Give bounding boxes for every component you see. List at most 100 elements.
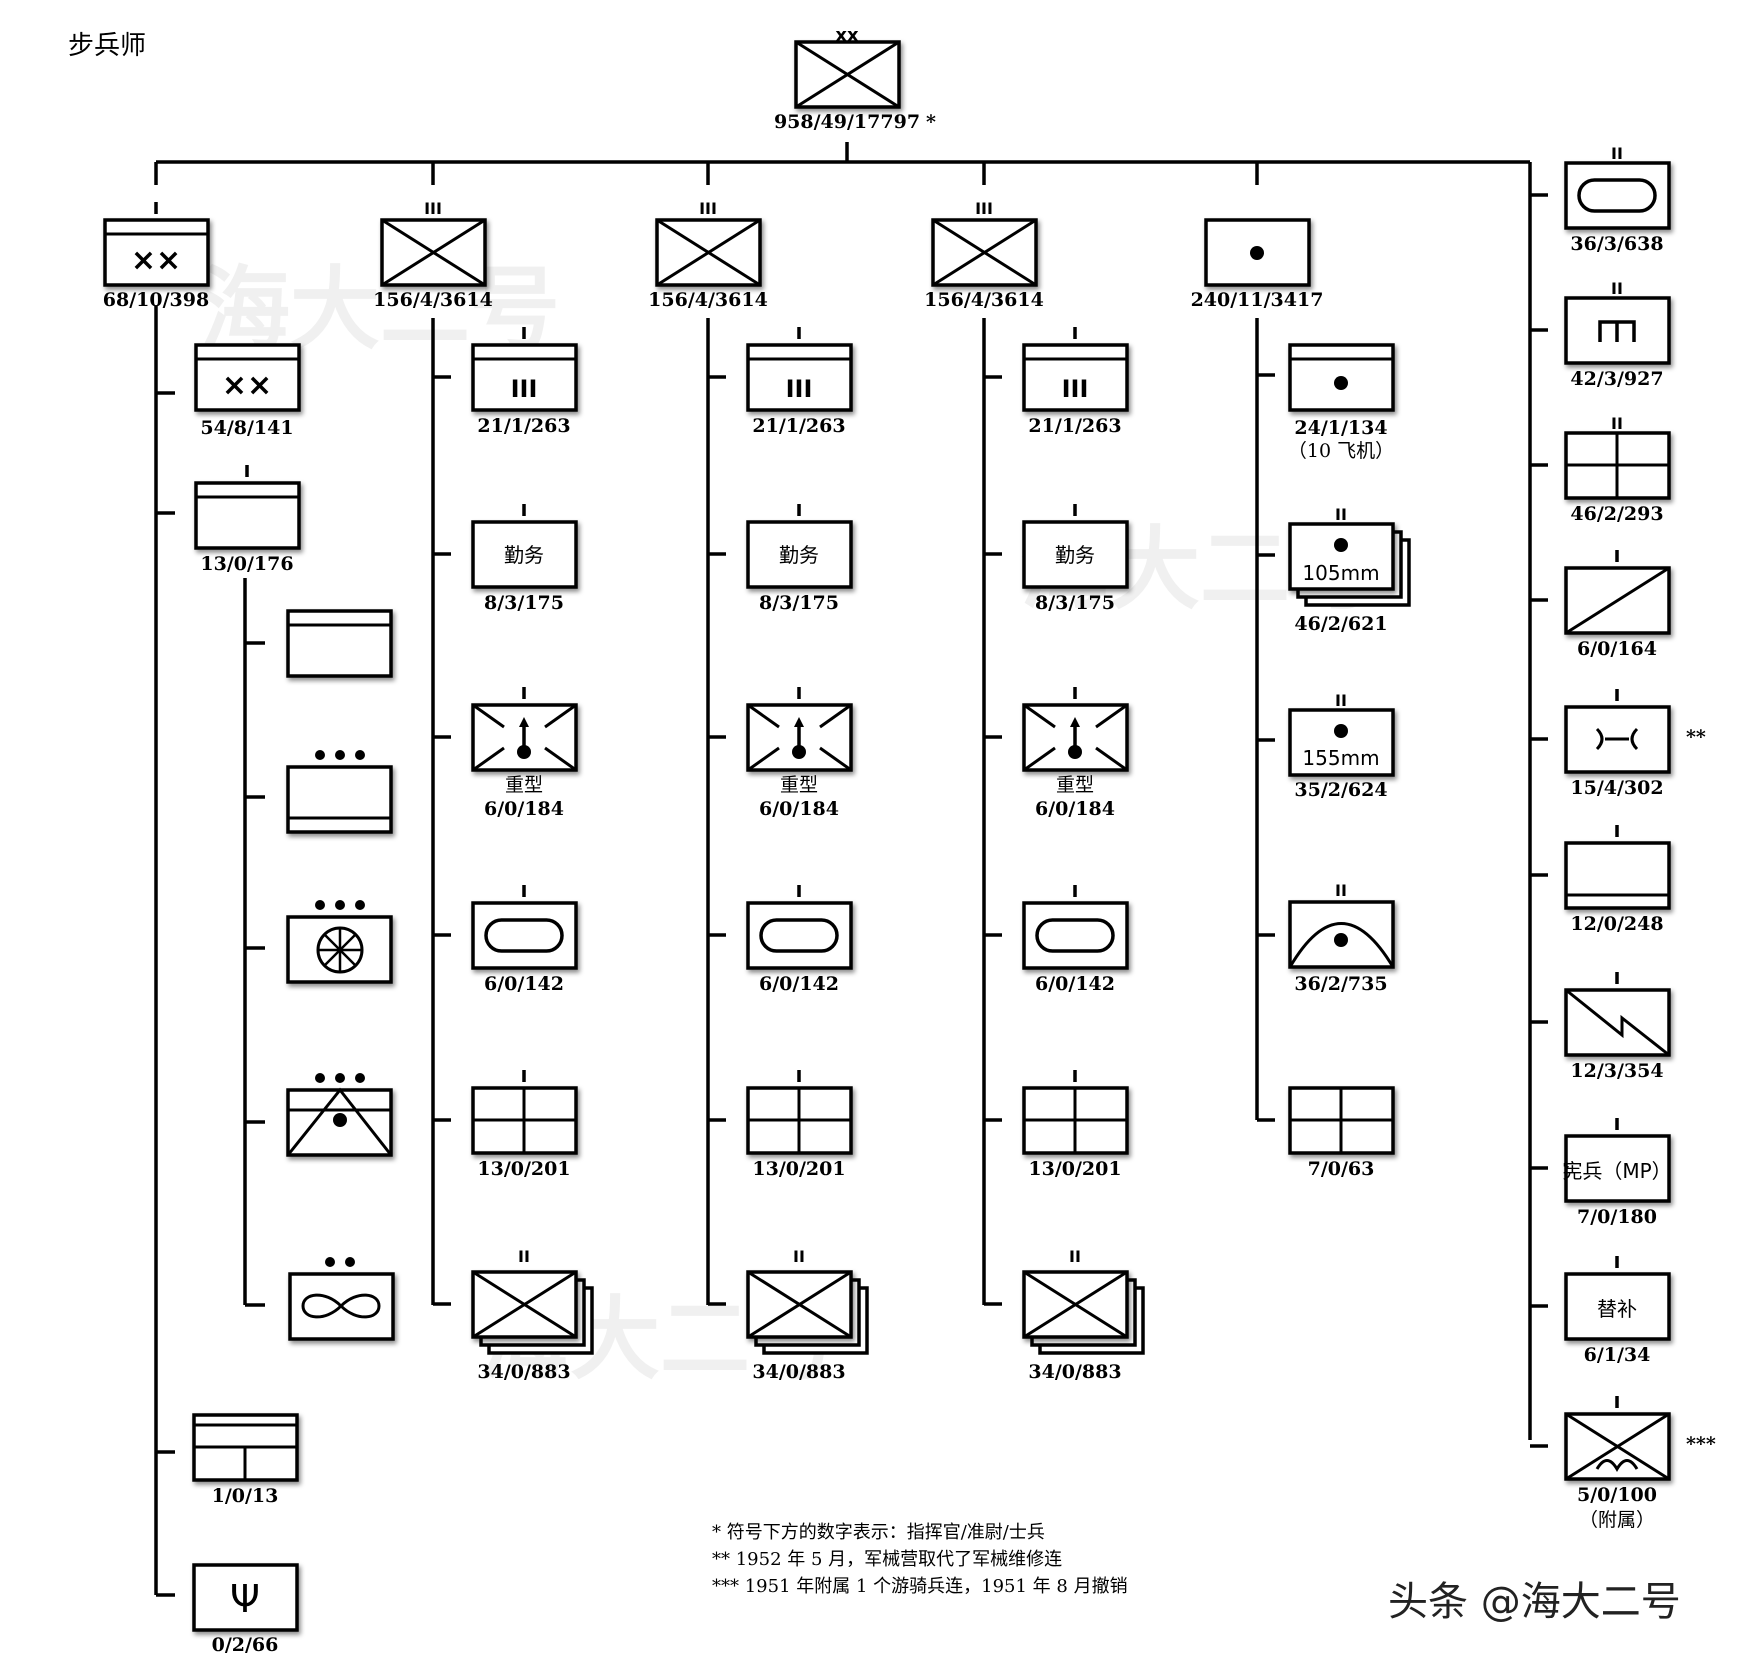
chart-title: 步兵师 [68, 31, 146, 61]
support-unit-label: 12/0/248 [1570, 913, 1663, 935]
regiment-1-child-6: II 34/0/883 [471, 1247, 594, 1383]
regiment-1-child-3: 重型6/0/184 [471, 687, 578, 820]
support-unit-6: 12/0/248 [1564, 825, 1671, 935]
hq-child-1-label: 54/8/141 [200, 417, 293, 439]
support-unit-label: 42/3/927 [1570, 368, 1663, 390]
artillery-child-3-caliber: 155mm [1302, 746, 1379, 770]
regiment-3-child-5: 13/0/201 [1022, 1070, 1129, 1180]
regiment-child-label: 6/0/184 [1035, 798, 1115, 820]
regiment-2-child-5: 13/0/201 [746, 1070, 853, 1180]
hq-child-1: ×× 54/8/141 [194, 343, 301, 439]
service-company-label: 勤务 [1055, 543, 1095, 567]
regiment-3-child-1: III 21/1/263 [1022, 327, 1129, 437]
root-division-symbol: xx 958/49/17797 * [774, 25, 936, 133]
regiment-child-label: 34/0/883 [752, 1361, 845, 1383]
echelon-ii: II [518, 1247, 530, 1266]
root-label: 958/49/17797 [774, 111, 920, 133]
support-unit-sub: （附属） [1579, 1509, 1655, 1531]
hq-sub-unit-triangle [286, 1073, 393, 1157]
support-unit-label: 6/0/164 [1577, 638, 1657, 660]
artillery-child-1-label: 24/1/134 [1294, 417, 1387, 439]
artillery-child-2: II 105mm 46/2/621 [1288, 505, 1411, 635]
regiment-child-label: 34/0/883 [477, 1361, 570, 1383]
regiment-label: 156/4/3614 [648, 289, 768, 311]
heavy-mortar-sub: 重型 [1056, 774, 1094, 796]
regiment-2-child-3: 重型6/0/184 [746, 687, 853, 820]
support-unit-label: 12/3/354 [1570, 1060, 1663, 1082]
support-unit-label: 5/0/100 [1577, 1484, 1657, 1506]
support-unit-7: 12/3/354 [1564, 972, 1671, 1082]
support-unit-label: 7/0/180 [1577, 1206, 1657, 1228]
svg-text:Ψ: Ψ [230, 1577, 260, 1621]
regiment-1-child-4: 6/0/142 [471, 885, 578, 995]
svg-text:××: ×× [131, 243, 181, 278]
regiment-3-child-3: 重型6/0/184 [1022, 687, 1129, 820]
hq-label: 68/10/398 [103, 289, 209, 311]
root-asterisk: * [926, 111, 936, 133]
regiment-3-child-2: 勤务 8/3/175 [1022, 504, 1129, 614]
hq-sub-unit-infinity [288, 1257, 395, 1341]
regiment-child-label: 13/0/201 [477, 1158, 570, 1180]
artillery-child-2-caliber: 105mm [1302, 561, 1379, 585]
echelon-ii: II [1611, 144, 1623, 163]
support-unit-4: 6/0/164 [1564, 550, 1671, 660]
support-unit-9: 替补6/1/34 [1564, 1256, 1671, 1366]
brand-watermark: 头条 @海大二号 [1388, 1579, 1681, 1625]
regiment-child-label: 34/0/883 [1028, 1361, 1121, 1383]
artillery-child-3-label: 35/2/624 [1294, 779, 1387, 801]
regiment-child-label: 21/1/263 [1028, 415, 1121, 437]
regiment-child-label: 6/0/142 [759, 973, 839, 995]
support-unit-inner: 替补 [1597, 1297, 1637, 1321]
regiment-3-child-6: II 34/0/883 [1022, 1247, 1145, 1383]
regiment-1-child-5: 13/0/201 [471, 1070, 578, 1180]
regiment-child-label: 21/1/263 [477, 415, 570, 437]
regiment-label: 156/4/3614 [924, 289, 1044, 311]
echelon-iii: III [975, 199, 993, 218]
right-column-units: II36/3/638II42/3/927II46/2/2936/0/16415/… [1562, 144, 1716, 1531]
hq-child-4-label: 0/2/66 [212, 1634, 279, 1656]
regiment-2-child-4: 6/0/142 [746, 885, 853, 995]
footnote-3: *** 1951 年附属 1 个游骑兵连，1951 年 8 月撤销 [712, 1576, 1128, 1597]
artillery-child-5-label: 7/0/63 [1308, 1158, 1375, 1180]
artillery-child-2-label: 46/2/621 [1294, 613, 1387, 635]
echelon-ii: II [1335, 505, 1347, 524]
regiment-child-label: 6/0/184 [484, 798, 564, 820]
regiment-child-label: 8/3/175 [1035, 592, 1115, 614]
echelon-ii: II [1335, 691, 1347, 710]
hq-sub-unit-band [286, 750, 393, 834]
artillery-child-5: 7/0/63 [1288, 1086, 1395, 1180]
regiment-label: 156/4/3614 [373, 289, 493, 311]
echelon-iii: III [699, 199, 717, 218]
heavy-mortar-sub: 重型 [780, 774, 818, 796]
svg-text:III: III [511, 375, 538, 403]
artillery-child-4: II 36/2/735 [1288, 881, 1395, 995]
artillery-child-3: II 155mm 35/2/624 [1288, 691, 1395, 801]
regiment-child-label: 8/3/175 [759, 592, 839, 614]
regiment-1-child-2: 勤务8/3/175 [471, 504, 578, 614]
hq-child-3-label: 1/0/13 [212, 1485, 279, 1507]
svg-text:III: III [786, 375, 813, 403]
echelon-ii: II [1069, 1247, 1081, 1266]
artillery-child-4-label: 36/2/735 [1294, 973, 1387, 995]
hq-sub-unit-plain [286, 609, 393, 678]
regiment-2-child-2: 勤务8/3/175 [746, 504, 853, 614]
svg-text:III: III [1062, 375, 1089, 403]
support-unit-8: 宪兵（MP）7/0/180 [1562, 1118, 1672, 1228]
support-unit-mark: ** [1686, 726, 1706, 748]
heavy-mortar-sub: 重型 [505, 774, 543, 796]
echelon-ii: II [1611, 414, 1623, 433]
support-unit-10: 5/0/100（附属）*** [1564, 1396, 1716, 1531]
echelon-ii: II [1335, 881, 1347, 900]
regiments: III156/4/3614III21/1/263勤务8/3/175重型6/0/1… [373, 199, 1145, 1383]
regiment-1-child-1: III 21/1/263 [471, 327, 578, 437]
service-company-label: 勤务 [504, 543, 544, 567]
footnotes: * 符号下方的数字表示：指挥官/准尉/士兵 ** 1952 年 5 月，军械营取… [712, 1522, 1128, 1597]
support-unit-5: 15/4/302** [1564, 689, 1706, 799]
regiment-1: III156/4/3614III21/1/263勤务8/3/175重型6/0/1… [373, 199, 594, 1383]
regiment-3: III156/4/3614III21/1/263勤务8/3/175重型6/0/1… [924, 199, 1145, 1383]
